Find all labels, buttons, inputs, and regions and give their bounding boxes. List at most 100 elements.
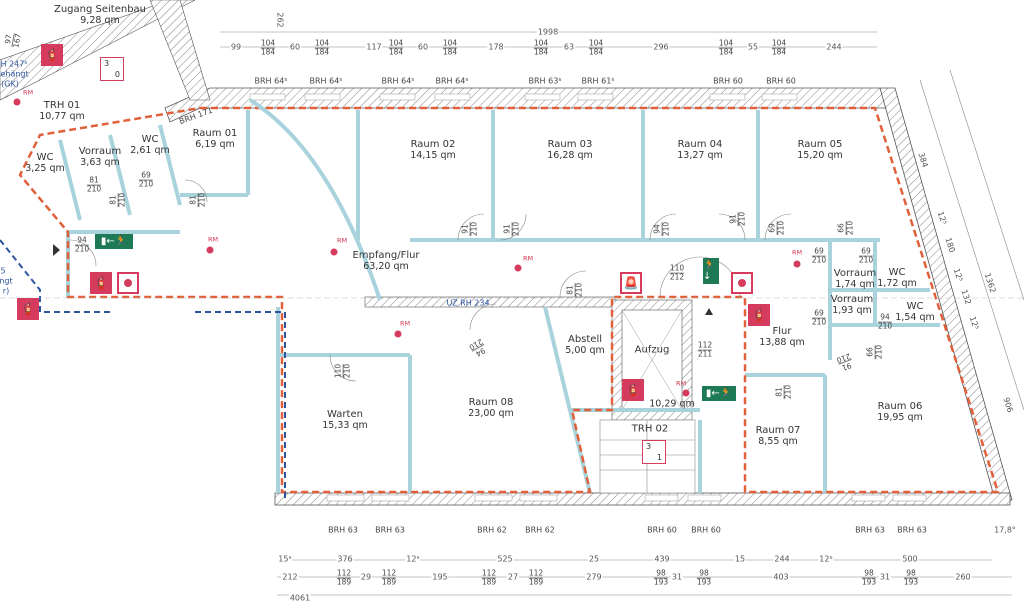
window-height: 193 — [903, 577, 919, 587]
dimension-segment: 15⁵ — [277, 554, 293, 564]
room-name: WC — [36, 151, 54, 163]
room-name: WC — [141, 133, 159, 145]
door-width: 69 — [138, 171, 154, 181]
dimension-segment: 525 — [496, 554, 514, 564]
room-name: Raum 08 — [468, 396, 514, 408]
stair-level-from: 3 — [104, 59, 110, 68]
window-width: 104 — [260, 38, 276, 49]
sill-height-label: BRH 60 — [647, 525, 677, 535]
door-height: 211 — [697, 349, 713, 359]
door-height: 212 — [669, 272, 685, 282]
alarm-light-icon: 🚨 — [620, 272, 642, 294]
room-area: 13,88 qm — [759, 336, 805, 348]
window-width: 98 — [861, 569, 877, 579]
smoke-detector-label: RM — [336, 236, 348, 245]
fire-extinguisher-icon: 🧯 — [90, 272, 112, 294]
window-width: 104 — [588, 38, 604, 49]
door-width: 112 — [697, 340, 713, 351]
window-height: 189 — [336, 577, 352, 587]
room-area: 19,95 qm — [877, 411, 923, 423]
room-area: 2,61 qm — [130, 144, 170, 156]
door-height: 210 — [511, 221, 521, 237]
room-label[interactable]: Aufzug — [635, 344, 670, 356]
right-wall — [879, 87, 1013, 501]
room-label[interactable]: 10,29 qm — [649, 399, 695, 411]
room-name: Raum 02 — [410, 138, 456, 150]
dimension-segment: 178 — [487, 42, 505, 52]
dimension-segment: 279 — [585, 572, 603, 582]
sill-height-label: BRH 63 — [897, 525, 927, 535]
smoke-detector-icon — [793, 260, 801, 268]
room-area: 1,93 qm — [832, 304, 872, 316]
sill-height-label: BRH 60 — [713, 76, 743, 86]
door-height: 210 — [783, 384, 793, 400]
door-width: 94 — [74, 236, 90, 246]
dimension-segment: 403 — [772, 572, 790, 582]
door-height: 210 — [845, 220, 855, 236]
smoke-detector-icon — [13, 98, 21, 106]
sill-height-label: BRH 64⁵ — [435, 76, 469, 86]
window-width: 98 — [696, 569, 712, 579]
room-name: Empfang/Flur — [352, 249, 420, 261]
room-area: 23,00 qm — [468, 407, 514, 419]
room-label[interactable]: TRH 02 — [632, 423, 668, 435]
smoke-detector-icon — [682, 389, 690, 397]
dimension-segment: 296 — [652, 42, 670, 52]
room-area: 8,55 qm — [758, 435, 798, 447]
room-area: 14,15 qm — [410, 149, 456, 161]
emergency-exit-sign-icon: 🏃↓ — [703, 258, 719, 284]
room-area: 1,72 qm — [877, 277, 917, 289]
stair-level-from: 3 — [646, 442, 652, 451]
window-width: 104 — [771, 38, 787, 49]
window-width: 112 — [481, 568, 497, 579]
room-area: 16,28 qm — [547, 149, 593, 161]
room-name: TRH 01 — [43, 99, 81, 111]
door-width: 81 — [86, 176, 102, 186]
dimension-segment: 500 — [901, 554, 919, 564]
emergency-exit-sign-icon: ▮←🏃 — [702, 386, 736, 401]
window-width: 112 — [381, 568, 397, 579]
door-height: 210 — [776, 220, 786, 236]
sill-height-label: BRH 63 — [855, 525, 885, 535]
